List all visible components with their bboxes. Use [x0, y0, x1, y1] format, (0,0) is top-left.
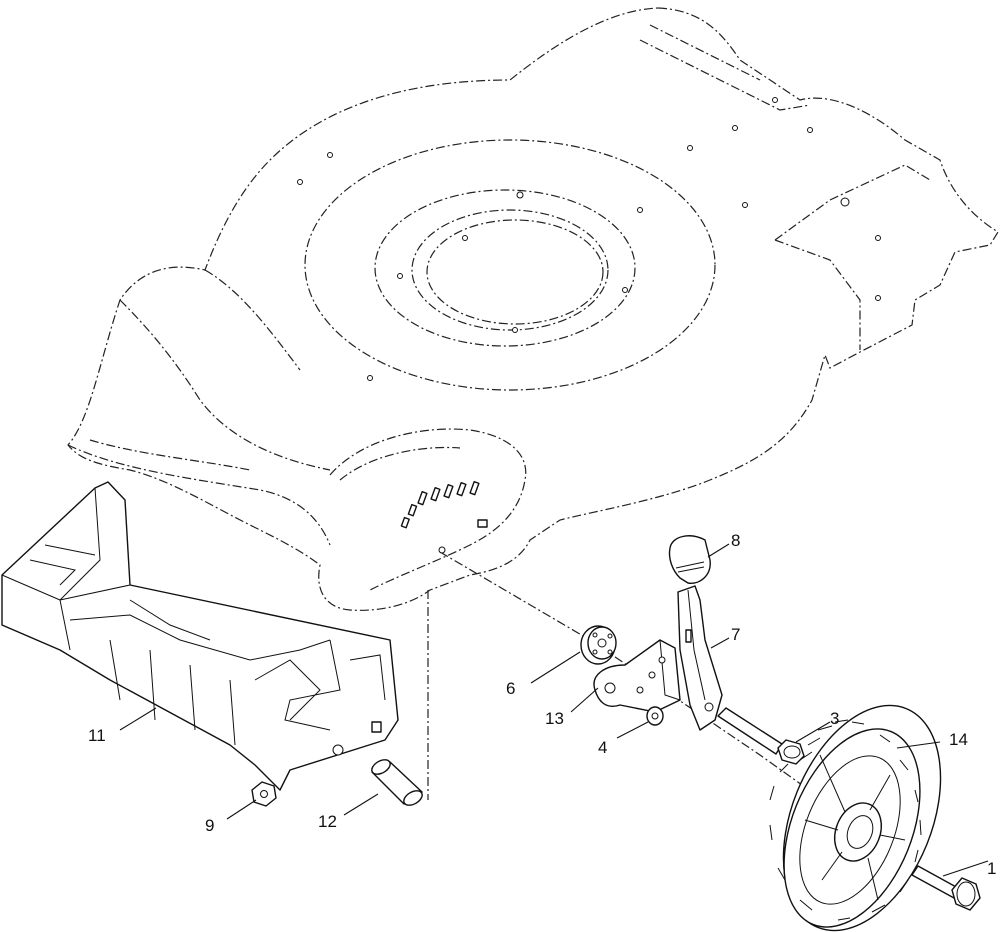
part-9-nut [251, 781, 277, 807]
callout-13: 13 [545, 709, 564, 728]
callout-9: 9 [205, 816, 214, 835]
deck-louver-slots [400, 480, 488, 554]
callout-6: 6 [506, 679, 515, 698]
part-1-wheel-bolt [911, 865, 981, 911]
part-7-lever-bracket [677, 585, 723, 731]
callout-4: 4 [598, 738, 607, 757]
deck-mounting-holes [297, 97, 881, 381]
callout-12: 12 [318, 812, 337, 831]
part-11-rear-bracket [1, 481, 399, 791]
part-12-spacer [371, 759, 423, 806]
leader-lines [119, 543, 989, 877]
part-6-bushing [580, 625, 617, 665]
callout-labels: 1 3 4 6 7 8 9 11 12 13 14 [88, 531, 996, 878]
part-8-lever-grip [668, 535, 711, 584]
callout-3: 3 [830, 709, 839, 728]
callout-8: 8 [731, 531, 740, 550]
part-13-adjuster-plate [593, 639, 681, 713]
part-14-wheel [769, 704, 942, 932]
callout-7: 7 [731, 625, 740, 644]
callout-14: 14 [949, 730, 968, 749]
callout-1: 1 [987, 859, 996, 878]
part-3-shoulder-bolt [717, 707, 805, 765]
callout-11: 11 [88, 726, 106, 745]
part-4-washer [646, 706, 664, 726]
